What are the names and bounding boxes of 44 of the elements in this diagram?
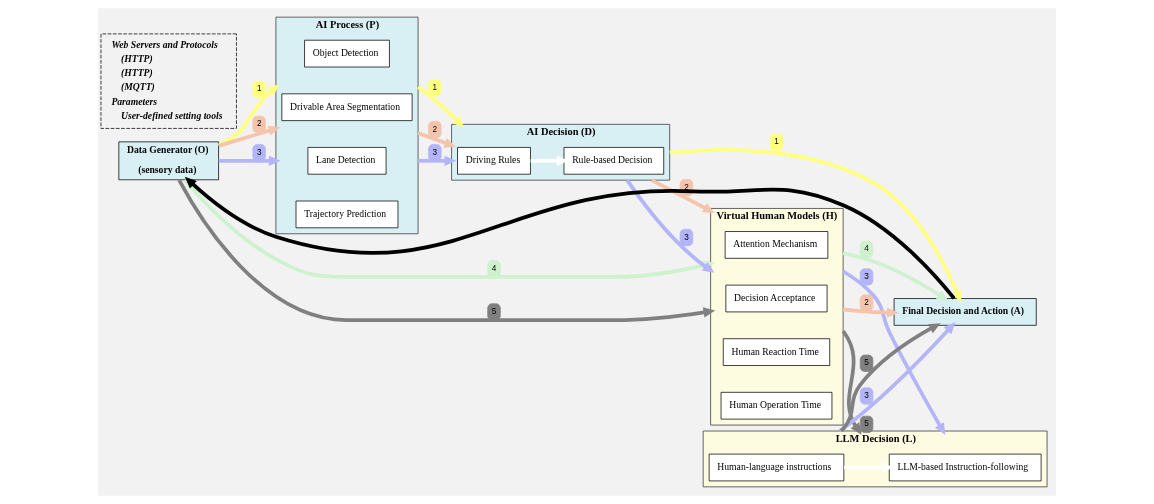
node-box: Object Detection	[304, 39, 390, 68]
node-box: Trajectory Prediction	[295, 200, 399, 229]
arrow	[218, 155, 281, 166]
arrow	[184, 176, 956, 300]
node-box: LLM-based Instruction-following	[888, 453, 1042, 482]
node-box: Final Decision and Action (A)	[893, 298, 1037, 326]
node-box: Human-language instructions	[708, 453, 845, 482]
arrow	[842, 307, 899, 318]
arrow	[842, 251, 949, 301]
arrow	[669, 148, 962, 303]
edge-label: 1	[432, 82, 438, 92]
arrow	[418, 155, 457, 166]
edge-label: 2	[684, 182, 689, 192]
node-box: Lane Detection	[307, 147, 387, 175]
edge-label: 5	[864, 419, 869, 429]
node-box: Data Generator (O) (sensory data)	[118, 141, 219, 181]
arrow	[650, 178, 715, 214]
node-box: Rule-based Decision	[563, 147, 665, 175]
arrow	[218, 125, 281, 148]
edge-label: 2	[432, 124, 438, 134]
edge-label: 4	[491, 263, 497, 273]
node-box: Human Operation Time	[720, 391, 833, 420]
node-box: Drivable Area Segmentation	[281, 93, 413, 121]
edge-label: 5	[864, 358, 869, 368]
node-box: Decision Acceptance	[725, 284, 828, 313]
arrow	[417, 131, 456, 148]
edge-label: 5	[491, 307, 497, 317]
node-box: Driving Rules	[457, 147, 531, 175]
arrow	[842, 269, 946, 436]
edge-label: 1	[256, 84, 262, 94]
node-box: Web Servers and Protocols (HTTP) (HTTP) (MQTT) Parameters User-defined setting tools	[100, 33, 237, 129]
arrow	[841, 330, 862, 435]
edge-label: 3	[864, 272, 869, 282]
edge-label: 3	[864, 391, 869, 401]
edge-label: 3	[684, 232, 689, 242]
edge-label: 3	[432, 147, 438, 157]
node-box: Human Reaction Time	[722, 338, 831, 366]
edge-label: 4	[864, 244, 869, 254]
edge-label: 3	[256, 147, 262, 157]
node-box: Attention Mechanism	[724, 231, 829, 259]
edge-label: 1	[774, 137, 779, 147]
edge-label: 2	[256, 119, 262, 129]
edge-label: 2	[864, 298, 869, 308]
arrow	[217, 84, 280, 147]
